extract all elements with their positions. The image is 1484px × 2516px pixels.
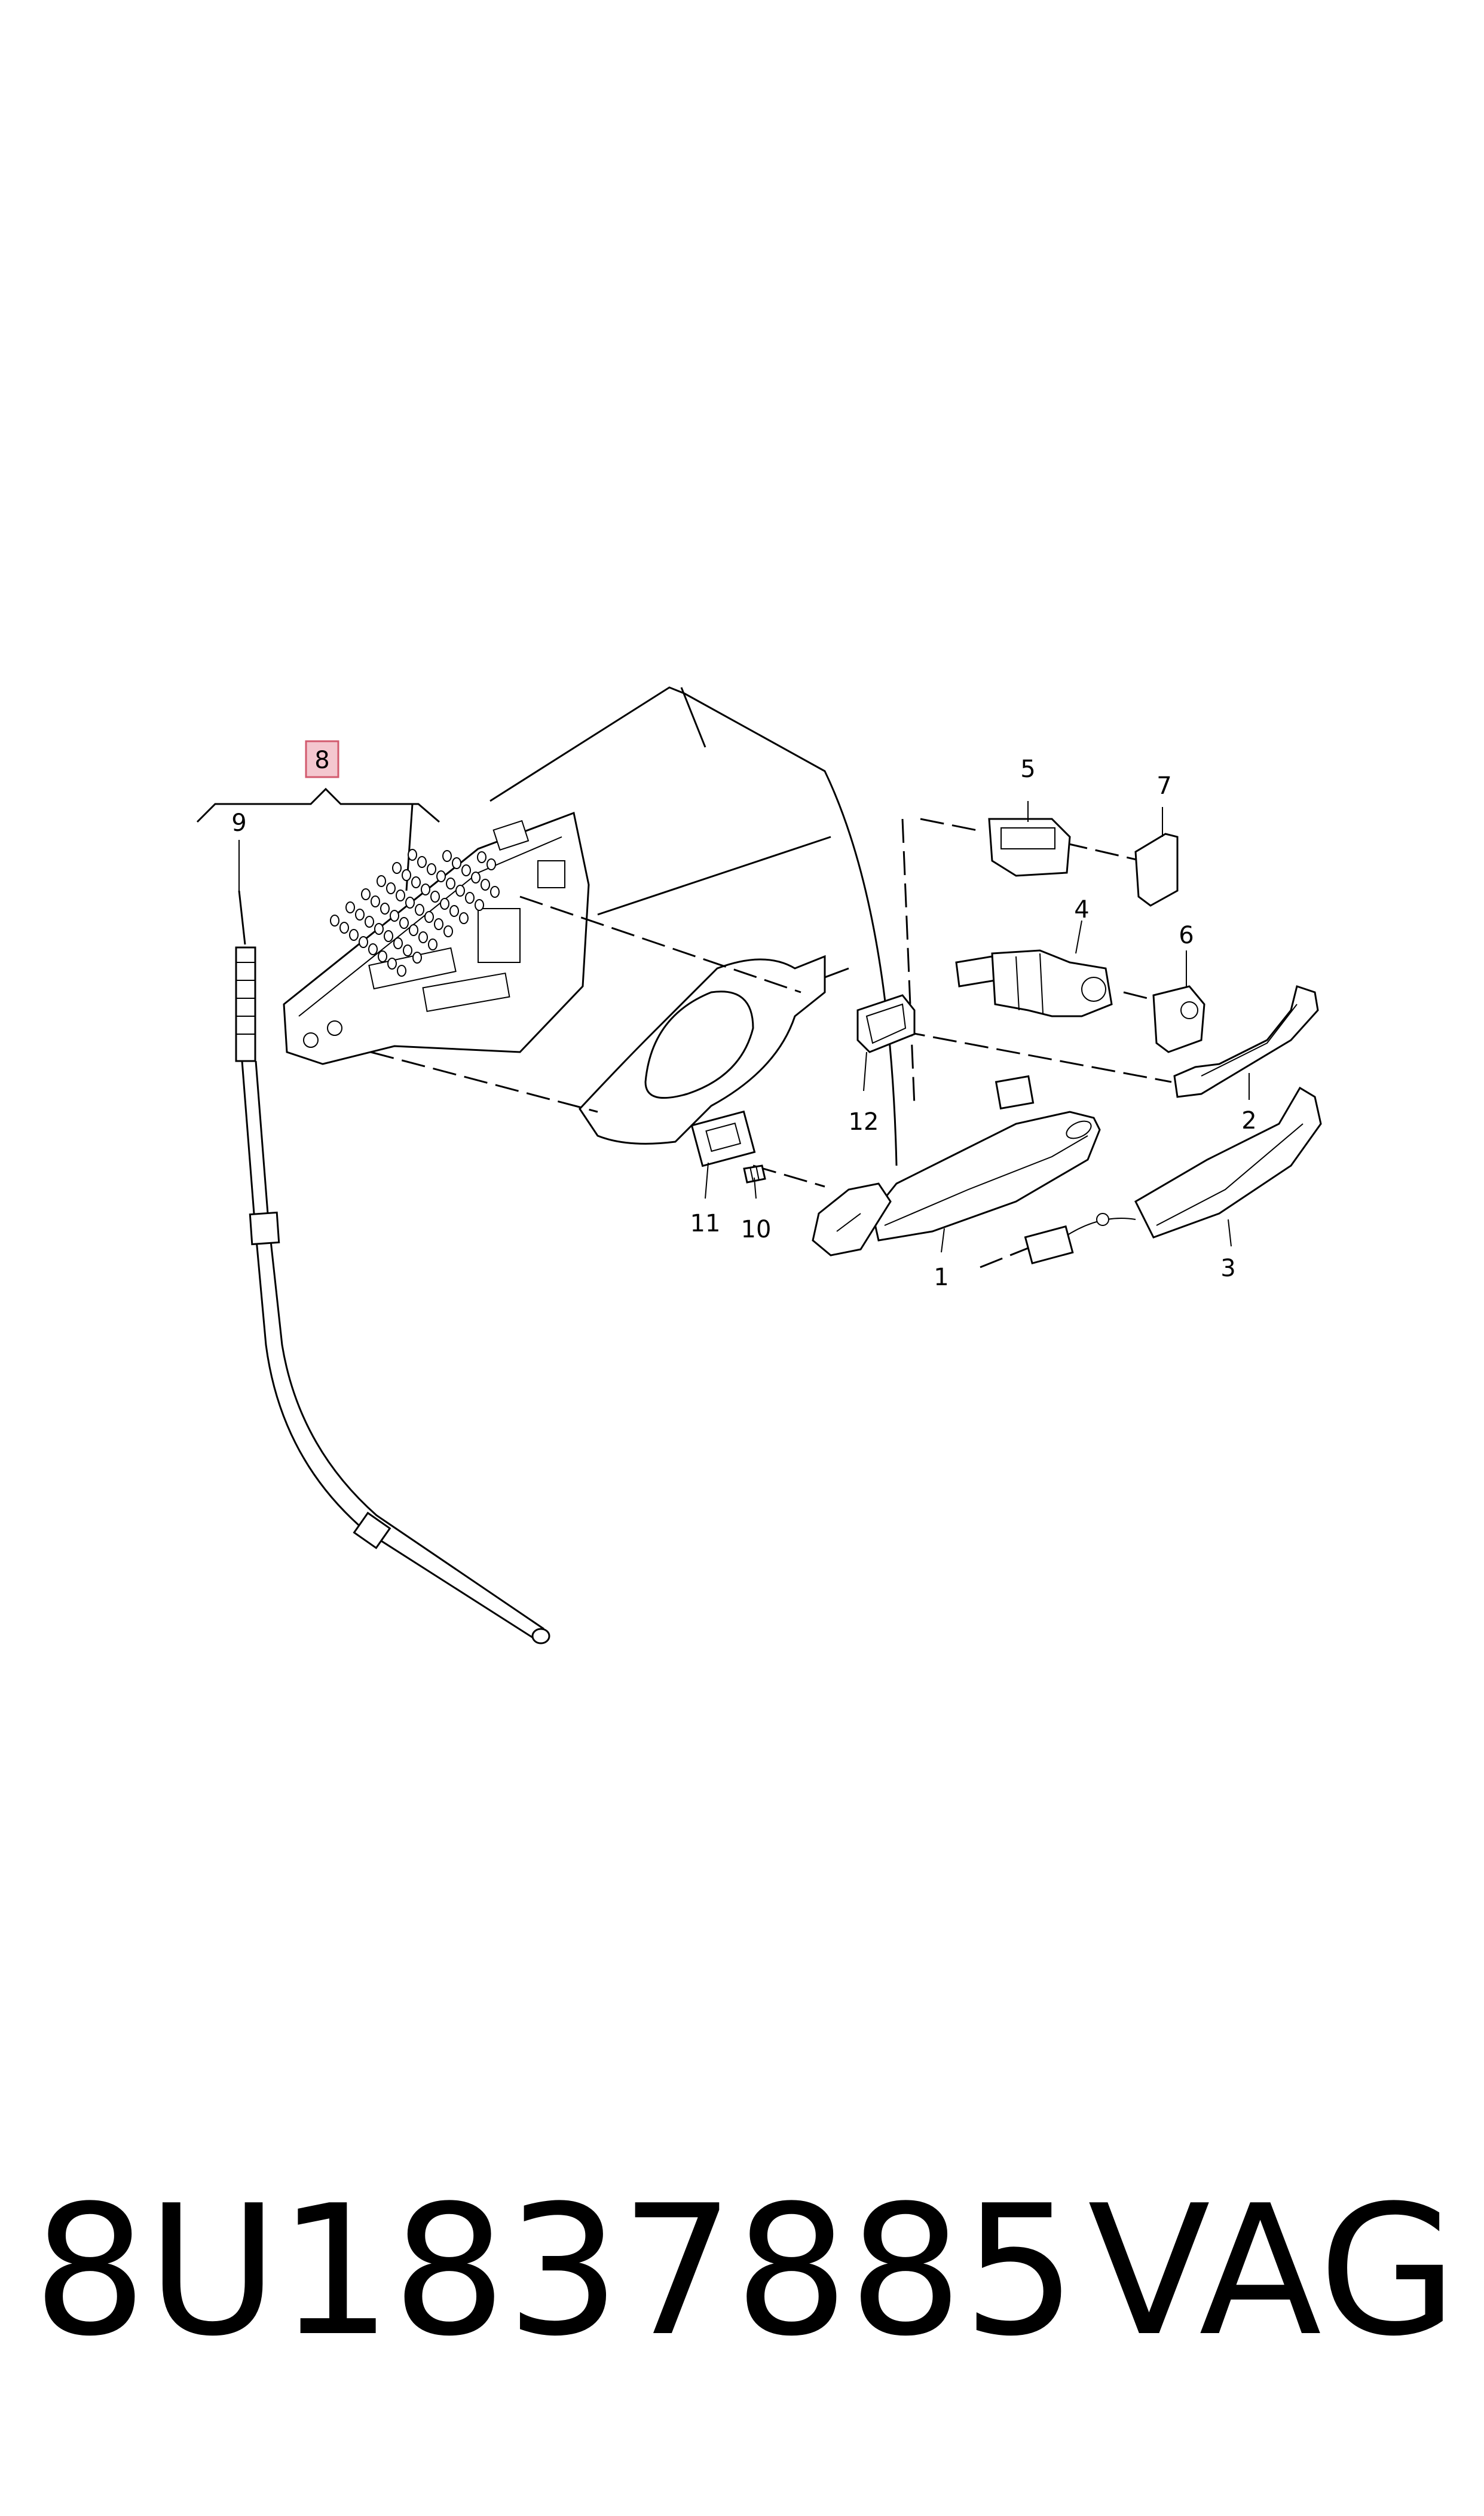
- carrier-perforation: [461, 864, 471, 876]
- carrier-perforation: [403, 944, 412, 956]
- carrier-perforation: [440, 898, 449, 910]
- carrier-perforation: [378, 950, 387, 962]
- carrier-perforation: [365, 916, 374, 928]
- callout-8: 8: [314, 747, 329, 774]
- carrier-perforation: [471, 872, 481, 883]
- leader-lines: [238, 801, 1250, 1253]
- carrier-perforation: [374, 923, 384, 935]
- carrier-perforation: [384, 930, 393, 942]
- carrier-perforation: [415, 904, 424, 916]
- callout-3: 3: [1220, 1255, 1235, 1282]
- bracket-part-12: [856, 994, 916, 1053]
- carrier-perforation: [355, 909, 365, 921]
- brand-label: VAG: [1088, 2167, 1458, 2376]
- carrier-perforation: [361, 888, 371, 900]
- callout-5: 5: [1020, 756, 1035, 783]
- trim-strip-part-3: [1024, 1086, 1322, 1265]
- carrier-perforation: [408, 849, 417, 861]
- callout-12: 12: [849, 1108, 879, 1136]
- carrier-perforation: [446, 878, 455, 889]
- carrier-perforation: [371, 895, 380, 907]
- carrier-perforation: [430, 891, 440, 903]
- lock-housing-part-5: [988, 818, 1071, 877]
- carrier-perforation: [459, 912, 469, 924]
- callout-9: 9: [231, 809, 246, 837]
- screw-part-10: [743, 1164, 766, 1184]
- handle-carrier-part-8: [283, 811, 590, 1065]
- lock-cylinder-part-4: [955, 949, 1113, 1017]
- callout-2: 2: [1241, 1107, 1256, 1135]
- callout-labels: 8 9 5 7 4 6 12 2 11 10 1 3: [231, 747, 1256, 1291]
- carrier-perforation: [428, 938, 437, 950]
- carrier-perforation: [405, 897, 415, 909]
- cap-part-6: [1152, 985, 1205, 1053]
- carrier-perforation: [345, 901, 355, 913]
- callout-4: 4: [1074, 896, 1089, 924]
- carrier-perforation: [452, 857, 461, 869]
- carrier-perforation: [421, 883, 430, 895]
- bowden-cable-part-9: [235, 890, 550, 1644]
- carrier-perforation: [477, 851, 486, 863]
- gasket: [579, 955, 826, 1167]
- carrier-perforation: [397, 965, 406, 977]
- carrier-perforation: [409, 924, 418, 936]
- carrier-perforation: [434, 918, 443, 930]
- callout-8-highlight: [305, 740, 339, 778]
- carrier-perforation: [387, 958, 397, 970]
- part-number-label: 8U1837885: [33, 2167, 1077, 2376]
- carrier-perforation: [465, 892, 475, 904]
- callout-1: 1: [934, 1264, 948, 1291]
- carrier-perforation: [399, 917, 409, 929]
- carrier-perforation: [442, 850, 452, 862]
- carrier-perforation: [427, 863, 436, 875]
- carrier-perforation: [392, 862, 402, 874]
- carrier-perforation: [475, 899, 484, 911]
- carrier-perforation: [349, 929, 359, 941]
- carrier-perforation: [339, 922, 349, 934]
- carrier-perforation: [377, 875, 386, 887]
- trim-strip-part-2: [1173, 985, 1319, 1098]
- carrier-perforation: [418, 931, 428, 943]
- cap-part-7: [1134, 833, 1179, 907]
- carrier-perforation: [330, 915, 339, 927]
- callout-10: 10: [741, 1216, 772, 1243]
- carrier-perforation: [402, 869, 411, 881]
- carrier-perforation: [386, 882, 396, 894]
- carrier-perforation: [424, 911, 434, 923]
- callout-6: 6: [1179, 922, 1194, 949]
- carrier-perforation: [443, 925, 453, 937]
- carrier-perforation: [455, 885, 465, 897]
- carrier-perforation: [396, 889, 405, 901]
- callout-7: 7: [1156, 772, 1171, 800]
- callout-11: 11: [690, 1210, 721, 1237]
- carrier-perforation: [490, 886, 500, 898]
- door-handle-part-1: [812, 1075, 1101, 1257]
- carrier-perforation: [411, 876, 421, 888]
- carrier-perforation: [380, 903, 390, 915]
- carrier-perforation: [436, 870, 446, 882]
- carrier-perforation: [481, 879, 490, 891]
- carrier-perforation: [393, 937, 403, 949]
- carrier-perforation: [390, 910, 399, 922]
- carrier-perforation: [368, 943, 378, 955]
- carrier-perforation: [359, 936, 368, 948]
- carrier-perforation: [417, 856, 427, 868]
- carrier-perforation: [449, 905, 459, 917]
- carrier-perforation: [412, 952, 422, 964]
- carrier-perforation: [486, 858, 496, 870]
